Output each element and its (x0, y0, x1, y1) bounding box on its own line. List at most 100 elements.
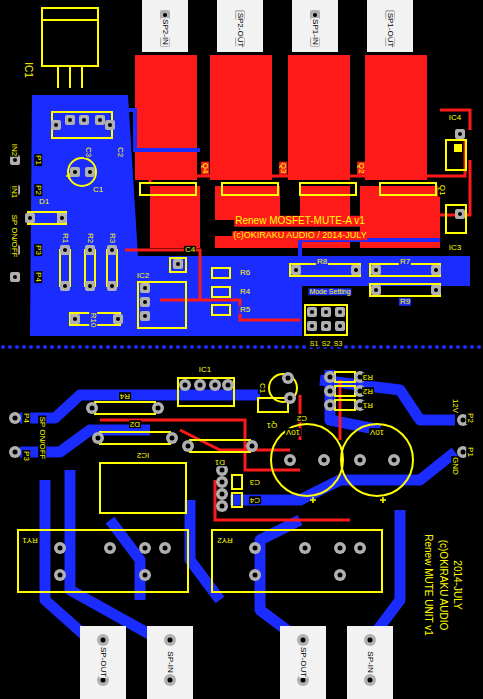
silkscreen-label: IN1 (10, 185, 18, 199)
silkscreen-label: P1 (466, 446, 474, 458)
silkscreen-label: Mode Setting (308, 288, 351, 295)
silkscreen-label: C4 (184, 246, 196, 254)
pad (334, 542, 346, 554)
silkscreen-label: C1 (258, 382, 266, 394)
pad (371, 285, 381, 295)
plus-mark (310, 497, 386, 503)
silkscreen-label: R7 (399, 258, 411, 266)
pad (324, 385, 336, 397)
silkscreen-label: RY1 (21, 536, 38, 544)
silkscreen-label: RY2 (216, 536, 233, 544)
silkscreen-label: C3 (249, 478, 261, 486)
pad (166, 432, 178, 444)
silkscreen-label: P3 (22, 450, 30, 462)
silkscreen-label: P2 (34, 184, 42, 196)
pad (113, 314, 123, 324)
silkscreen-label: SP-OUT (99, 646, 107, 678)
silkscreen-label: R2 (362, 387, 374, 395)
silkscreen-label: 12V (451, 398, 459, 414)
pad (140, 283, 150, 293)
silkscreen-label: SP2-OUT (236, 12, 244, 49)
pad (54, 542, 66, 554)
pad (249, 569, 261, 581)
silkscreen-label: C2 (296, 414, 308, 422)
silkscreen-label: SP1-OUT (386, 12, 394, 49)
pad (25, 213, 35, 223)
pad (107, 245, 117, 255)
silkscreen-label: SP-IN (366, 650, 374, 673)
pad (164, 674, 176, 686)
silkscreen-label: R5 (239, 306, 251, 314)
silkscreen-label: P2 (466, 412, 474, 424)
silkscreen-label: 10V (285, 428, 301, 436)
silkscreen-label: Q4 (201, 162, 209, 175)
pad (9, 446, 21, 458)
mosfet-outline (140, 140, 466, 335)
pad (107, 281, 117, 291)
pad (388, 454, 400, 466)
silkscreen-label: IC2 (136, 451, 150, 459)
pad (97, 634, 109, 646)
pad (455, 209, 465, 219)
silkscreen-label: C2 (116, 146, 124, 158)
pad (216, 500, 228, 512)
silkscreen-label: IC3 (448, 244, 462, 252)
silkscreen-outline (18, 372, 413, 592)
silkscreen-label: R2 (86, 232, 94, 244)
silkscreen-label: D1 (214, 458, 226, 466)
silkscreen-label: P4 (34, 271, 42, 283)
pad (51, 120, 61, 130)
pad (284, 392, 296, 404)
silkscreen-label: Q2 (357, 162, 365, 175)
silkscreen-label: P3 (34, 244, 42, 256)
pad (140, 297, 150, 307)
pad (282, 372, 294, 384)
blue-trace (125, 110, 440, 260)
pad (222, 379, 234, 391)
pad (364, 634, 376, 646)
pad (10, 272, 20, 282)
silkscreen-label: IN2 (10, 143, 18, 157)
silkscreen-label: R3 (108, 232, 116, 244)
screw-terminal (80, 626, 393, 699)
screw-terminal (142, 0, 413, 52)
pad (351, 265, 361, 275)
pad (85, 281, 95, 291)
silkscreen-label: D2 (129, 420, 141, 428)
silkscreen-label: D1 (38, 198, 50, 206)
silkscreen-label: R1 (362, 401, 374, 409)
pad (173, 259, 183, 269)
pad (335, 321, 345, 331)
pad (65, 115, 75, 125)
silkscreen-label: SP2-IN (161, 18, 169, 46)
silkscreen-label: IC2 (136, 272, 150, 280)
pad (60, 281, 70, 291)
silkscreen-label: C3 (84, 146, 92, 158)
silkscreen-label: R9 (399, 298, 411, 306)
silkscreen-label: P1 (34, 154, 42, 166)
pad (54, 569, 66, 581)
silkscreen-label: IC1 (198, 366, 212, 374)
pad (92, 432, 104, 444)
silkscreen-label: Q1 (266, 421, 279, 429)
pad (60, 245, 70, 255)
pad-group (10, 10, 465, 331)
pad (455, 129, 465, 139)
silkscreen-label: R4 (119, 392, 131, 400)
pad (249, 542, 261, 554)
pad (159, 542, 171, 554)
silkscreen-label: 2014-JULY (452, 559, 463, 610)
pad (371, 265, 381, 275)
red-trace (125, 110, 470, 320)
pad (139, 542, 151, 554)
pad (70, 314, 80, 324)
silkscreen-label: GND (451, 456, 459, 476)
pad (86, 402, 98, 414)
silkscreen-label: S1 (309, 340, 320, 347)
pad (216, 488, 228, 500)
pad (70, 167, 80, 177)
pad (57, 213, 67, 223)
silkscreen-label: R10 (89, 312, 97, 329)
